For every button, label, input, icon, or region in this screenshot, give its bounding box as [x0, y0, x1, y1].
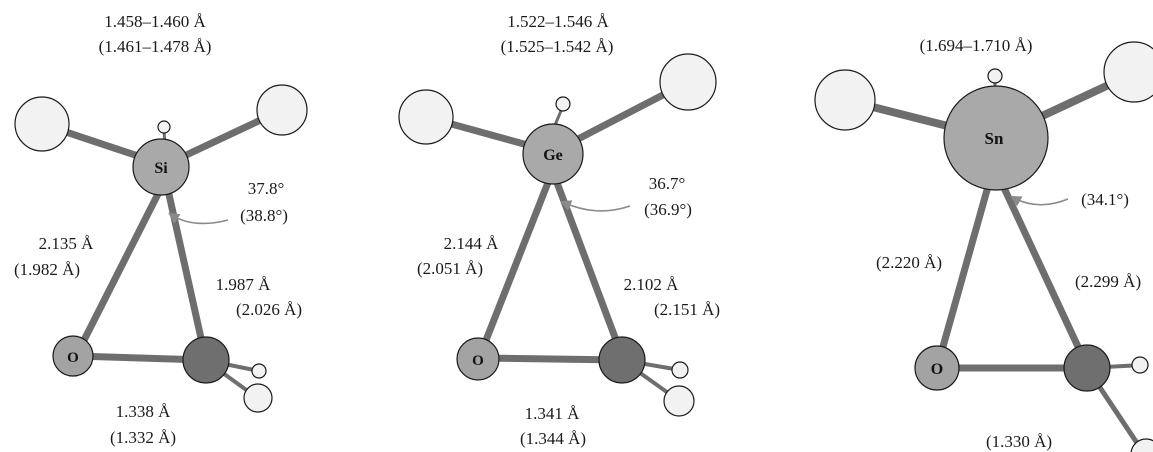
carbon-atom [598, 336, 646, 384]
angle-arrow [168, 212, 229, 225]
atom-label-metal: Si [154, 160, 168, 177]
label-metal-h-bond-alt: (1.694–1.710 Å) [920, 36, 1033, 55]
atom-label-oxygen: O [931, 361, 943, 378]
bond-sn-c [1001, 186, 1091, 370]
hydrogen-atom [243, 383, 273, 413]
panel-si: Si O 1.458–1.460 Å (1.461–1.478 Å) 37.8°… [14, 12, 308, 447]
hydrogen-atom [555, 96, 571, 112]
bond-sn-o [933, 186, 991, 372]
oxygen-atom [914, 345, 960, 391]
label-metal-h-bond-alt: (1.525–1.542 Å) [501, 37, 614, 56]
angle-arrow [1010, 195, 1069, 207]
label-metal-o-bond: 2.135 Å [39, 234, 95, 253]
hydrogen-atom [1131, 356, 1149, 374]
tin-atom [943, 85, 1049, 191]
panel-sn: Sn O (1.694–1.710 Å) (34.1°) (2.220 Å) (… [814, 36, 1153, 452]
panel-ge: Ge O 1.522–1.546 Å (1.525–1.542 Å) 36.7°… [398, 12, 720, 448]
label-metal-o-bond: 2.144 Å [444, 234, 500, 253]
hydrogen-atom [1130, 438, 1153, 452]
hydrogen-atom [256, 84, 308, 136]
label-angle: 36.7° [649, 174, 686, 193]
label-o-c-bond-alt: (1.332 Å) [110, 428, 176, 447]
hydrogen-atom [671, 361, 689, 379]
label-metal-o-bond-alt: (1.982 Å) [14, 260, 80, 279]
hydrogen-atom [14, 96, 70, 152]
label-metal-o-bond-alt: (2.051 Å) [417, 259, 483, 278]
label-metal-c-bond: 2.102 Å [624, 275, 680, 294]
hydrogen-atom [987, 68, 1003, 84]
label-metal-o-bond-alt: (2.220 Å) [876, 253, 942, 272]
hydrogen-atom [398, 89, 454, 145]
label-o-c-bond-alt: (1.330 Å) [986, 432, 1052, 451]
label-metal-h-bond: 1.522–1.546 Å [507, 12, 609, 31]
atom-label-oxygen: O [67, 350, 79, 366]
germanium-atom [522, 123, 584, 185]
angle-arrow [559, 200, 631, 212]
label-metal-c-bond-alt: (2.299 Å) [1075, 272, 1141, 291]
silicon-atom [132, 138, 190, 196]
hydrogen-atom [814, 69, 876, 131]
label-angle: 37.8° [248, 179, 285, 198]
bond-ge-o [475, 176, 553, 362]
label-metal-c-bond-alt: (2.026 Å) [236, 300, 302, 319]
hydrogen-atom [157, 120, 171, 134]
label-angle-alt: (34.1°) [1081, 190, 1129, 209]
hydrogen-atom [663, 385, 695, 417]
label-o-c-bond: 1.341 Å [525, 404, 581, 423]
label-angle-alt: (36.9°) [644, 200, 692, 219]
oxygen-atom [52, 335, 94, 377]
label-metal-h-bond: 1.458–1.460 Å [104, 12, 206, 31]
hydrogen-atom [659, 53, 717, 111]
hydrogen-atom [251, 363, 267, 379]
atom-label-metal: Sn [985, 129, 1004, 148]
bond-ge-c [552, 176, 626, 360]
bond-si-o [72, 186, 164, 360]
label-metal-c-bond-alt: (2.151 Å) [654, 300, 720, 319]
carbon-atom [1063, 344, 1111, 392]
label-o-c-bond-alt: (1.344 Å) [520, 429, 586, 448]
atom-label-oxygen: O [472, 353, 484, 369]
bond-o-c [475, 354, 626, 364]
oxygen-atom [456, 337, 500, 381]
hydrogen-atom [1103, 41, 1153, 103]
label-metal-h-bond-alt: (1.461–1.478 Å) [99, 37, 212, 56]
label-metal-c-bond: 1.987 Å [216, 275, 272, 294]
atom-label-metal: Ge [543, 147, 563, 164]
carbon-atom [182, 336, 230, 384]
bond-si-c [164, 186, 209, 360]
label-angle-alt: (38.8°) [240, 206, 288, 225]
label-o-c-bond: 1.338 Å [116, 402, 172, 421]
